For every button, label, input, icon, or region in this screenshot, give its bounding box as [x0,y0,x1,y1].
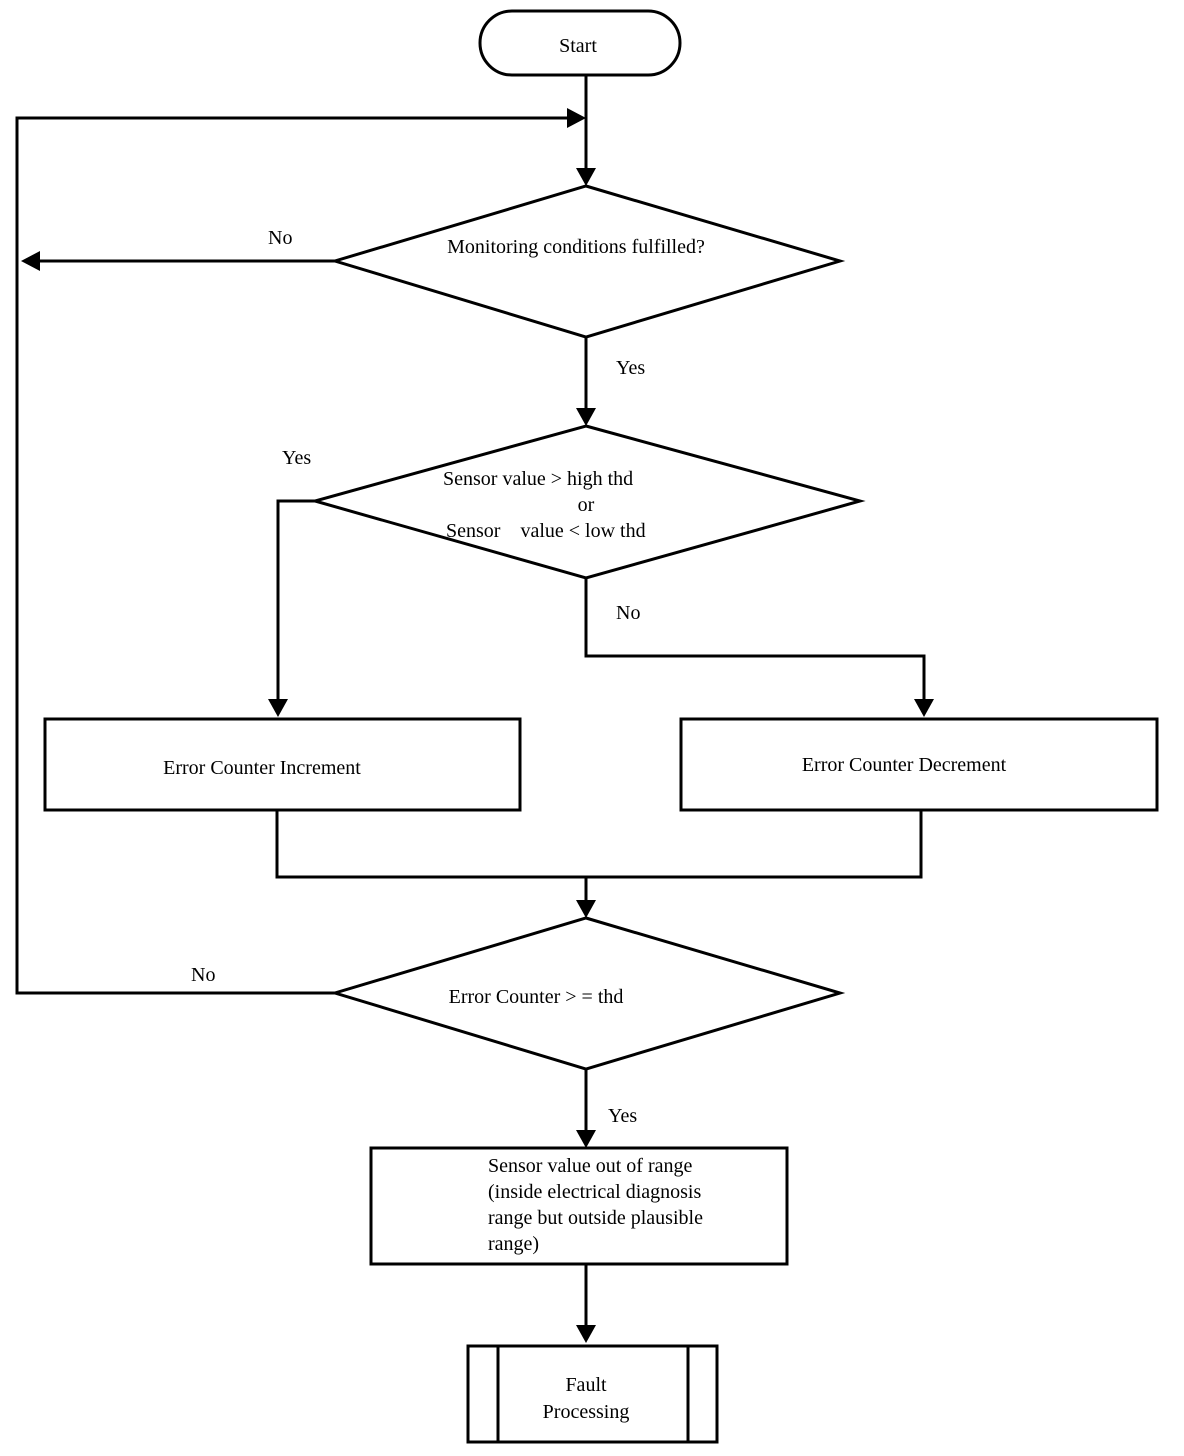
start-label: Start [559,35,597,57]
arrowhead-counter [576,900,596,918]
fault-line1: Fault [565,1374,607,1396]
decision-monitoring [329,184,846,339]
process-out-of-range [369,1146,789,1266]
fault-line2: Processing [543,1401,630,1423]
out-of-range-line1: Sensor value out of range [488,1155,693,1177]
monitoring-yes-label: Yes [616,357,645,379]
arrowhead-monitoring-no [21,251,40,271]
loop-back-line [15,116,567,995]
decision-counter-label: Error Counter > = thd [449,986,624,1008]
connector-increment-merge [275,810,923,879]
arrowhead-threshold [576,408,596,426]
arrowhead-increment [268,699,288,717]
decision-monitoring-label: Monitoring conditions fulfilled? [447,236,705,258]
start-terminator [478,9,682,77]
arrowhead-fault [576,1325,596,1343]
connector-threshold-no [584,578,926,699]
process-decrement [679,717,1159,812]
out-of-range-line2: (inside electrical diagnosis [488,1181,701,1203]
process-fault [466,1344,719,1444]
decision-threshold-line1: Sensor value > high thd [443,468,633,490]
counter-no-label: No [191,964,215,986]
decision-threshold-line2: or [578,494,595,516]
monitoring-no-label: No [268,227,292,249]
connector-threshold-yes [276,499,315,699]
arrowhead-monitoring [576,168,596,186]
arrowhead-decrement [914,699,934,717]
process-increment [43,717,522,812]
threshold-no-label: No [616,602,640,624]
counter-yes-label: Yes [608,1105,637,1127]
arrowhead-out-of-range [576,1130,596,1148]
out-of-range-line3: range but outside plausible [488,1207,703,1229]
process-decrement-label: Error Counter Decrement [802,754,1007,776]
out-of-range-line4: range) [488,1233,539,1255]
arrowhead-loop-back [567,108,586,128]
process-increment-label: Error Counter Increment [163,757,361,779]
threshold-yes-label: Yes [282,447,311,469]
decision-threshold-line3: Sensor value < low thd [446,520,646,542]
